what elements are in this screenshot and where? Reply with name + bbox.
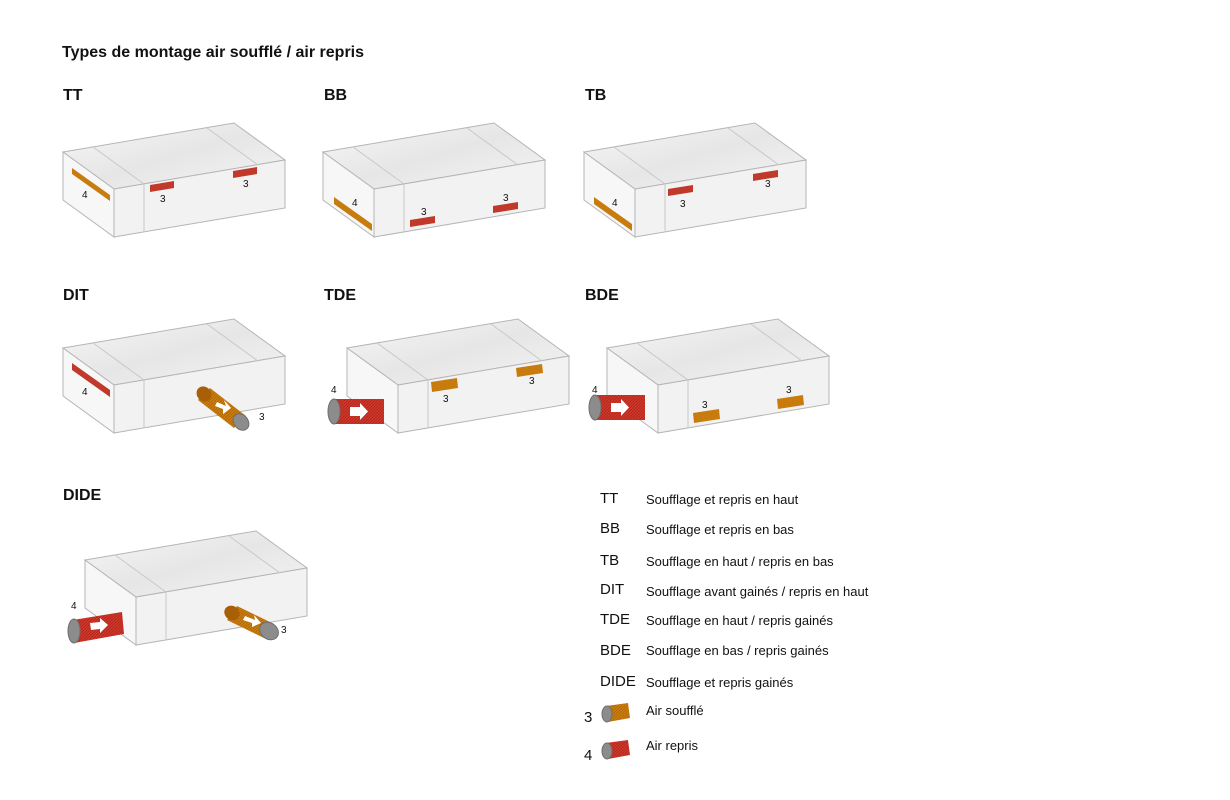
legend-code: BB — [600, 520, 621, 537]
supply-air-number: 3 — [443, 394, 449, 405]
legend-code: BDE — [600, 642, 631, 659]
legend-description: Soufflage en haut / repris en bas — [646, 554, 834, 569]
supply-air-number: 3 — [259, 412, 265, 423]
supply-air-number: 3 — [786, 385, 792, 396]
return-air-number: 4 — [331, 385, 337, 396]
legend-code: DIDE — [600, 673, 636, 690]
diagram-dide: 4 3 — [67, 530, 309, 646]
supply-air-number: 3 — [702, 400, 708, 411]
diagram-label-dit: DIT — [63, 287, 89, 304]
return-air-opening — [594, 197, 632, 231]
return-air-number: 4 — [592, 385, 598, 396]
supply-air-opening — [753, 170, 778, 181]
diagram-label-tb: TB — [585, 87, 607, 104]
diagram-tde: 4 3 3 — [327, 318, 571, 434]
supply-air-number: 3 — [765, 179, 771, 190]
return-air-number: 4 — [612, 198, 618, 209]
legend-air-number: 3 — [584, 709, 593, 726]
supply-air-duct — [224, 605, 279, 641]
legend-description: Soufflage en haut / repris gainés — [646, 613, 833, 628]
supply-air-opening — [233, 167, 257, 178]
ahu-box — [61, 122, 287, 238]
diagram-label-tde: TDE — [324, 287, 356, 304]
legend-code: TT — [600, 490, 619, 507]
legend-air-label: Air repris — [646, 738, 699, 753]
return-air-duct — [67, 612, 124, 644]
supply-air-opening — [516, 364, 543, 377]
legend-air-label: Air soufflé — [646, 703, 704, 718]
diagram-dit: 4 3 — [61, 318, 287, 434]
diagram-label-dide: DIDE — [63, 487, 102, 504]
return-air-opening — [334, 197, 372, 231]
return-air-duct-icon — [601, 740, 630, 760]
legend-code: TDE — [600, 611, 630, 628]
supply-air-number: 3 — [243, 179, 249, 190]
supply-air-number: 3 — [503, 193, 509, 204]
legend-description: Soufflage et repris gainés — [646, 675, 794, 690]
supply-air-number: 3 — [160, 194, 166, 205]
return-air-duct — [588, 394, 645, 421]
diagram-label-bde: BDE — [585, 287, 619, 304]
return-air-opening — [72, 363, 110, 397]
diagram-label-bb: BB — [324, 87, 348, 104]
diagram-bb: 4 3 3 — [321, 122, 547, 238]
return-air-number: 4 — [82, 190, 88, 201]
supply-air-duct-icon — [601, 703, 630, 723]
supply-air-opening — [150, 181, 174, 192]
supply-air-opening — [493, 202, 518, 213]
supply-air-opening — [431, 378, 458, 392]
supply-air-opening — [777, 395, 804, 409]
return-air-opening — [72, 168, 110, 201]
legend-code: TB — [600, 552, 620, 569]
return-air-number: 4 — [352, 198, 358, 209]
legend-description: Soufflage et repris en bas — [646, 522, 794, 537]
return-air-number: 4 — [82, 387, 88, 398]
supply-air-duct — [196, 386, 250, 431]
ahu-box — [321, 122, 547, 238]
legend-description: Soufflage et repris en haut — [646, 492, 799, 507]
legend-description: Soufflage en bas / repris gainés — [646, 643, 829, 658]
diagram-bde: 4 3 3 — [588, 318, 831, 434]
legend-code: DIT — [600, 581, 625, 598]
diagram-label-tt: TT — [63, 87, 83, 104]
legend-air-number: 4 — [584, 747, 593, 764]
supply-air-number: 3 — [680, 199, 686, 210]
supply-air-opening — [410, 216, 435, 227]
legend-description: Soufflage avant gainés / repris en haut — [646, 584, 869, 599]
supply-air-number: 3 — [421, 207, 427, 218]
supply-air-number: 3 — [281, 625, 287, 636]
return-air-duct — [327, 398, 384, 425]
supply-air-opening — [693, 409, 720, 423]
diagram-tb: 4 3 3 — [582, 122, 808, 238]
ahu-box — [83, 530, 309, 646]
diagram-tt: 4 3 3 — [61, 122, 287, 238]
ahu-box — [61, 318, 287, 434]
return-air-number: 4 — [71, 601, 77, 612]
supply-air-opening — [668, 185, 693, 196]
supply-air-number: 3 — [529, 376, 535, 387]
page-title: Types de montage air soufflé / air repri… — [62, 44, 365, 61]
